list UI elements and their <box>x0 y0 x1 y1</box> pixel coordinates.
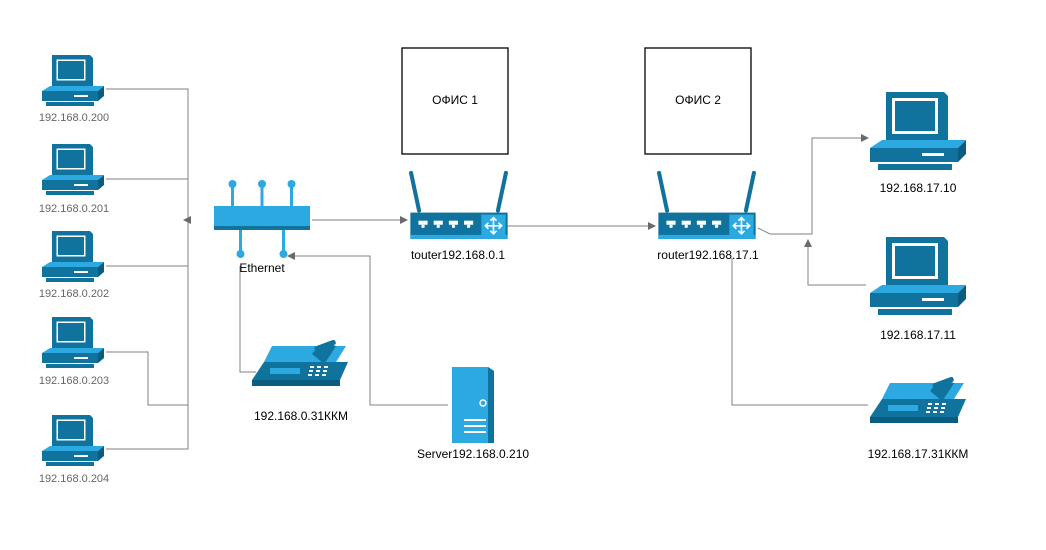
office-1-label: ОФИС 1 <box>432 93 478 107</box>
ip-phone-icon <box>252 340 348 386</box>
router1-label: touter192.168.0.1 <box>410 248 506 262</box>
phone1-label: 192.168.0.31ККМ <box>253 409 349 423</box>
connector-pc202 <box>106 225 189 267</box>
pc-label-202: 192.168.0.202 <box>38 288 110 300</box>
connector-pc201 <box>106 178 189 225</box>
switch-label: Ethernet <box>239 261 285 275</box>
office-box-2 <box>644 47 752 155</box>
router-icon <box>656 169 758 240</box>
pc-label-200: 192.168.0.200 <box>38 112 110 124</box>
pc-label-17-11: 192.168.17.11 <box>880 328 956 342</box>
server-label: Server192.168.0.210 <box>416 447 530 461</box>
pc-label-203: 192.168.0.203 <box>38 375 110 387</box>
connector-phone1-to-switch <box>239 266 256 373</box>
server-icon <box>451 366 495 444</box>
pc-icon <box>870 237 966 315</box>
pc-icon <box>870 92 966 170</box>
connector-pc11-to-router2 <box>804 239 866 286</box>
pc-label-204: 192.168.0.204 <box>38 473 110 485</box>
pc-label-17-10: 192.168.17.10 <box>879 181 957 195</box>
pc-icon <box>41 54 105 107</box>
router2-label: router192.168.17.1 <box>657 248 759 262</box>
connector-server-to-switch <box>287 252 448 406</box>
switch-icon <box>214 180 310 258</box>
connector-phone2-to-router2 <box>731 258 868 406</box>
pc-icon <box>41 414 105 467</box>
phone2-label: 192.168.17.31ККМ <box>867 447 969 461</box>
pc-icon <box>41 230 105 283</box>
connector-lines <box>106 88 869 450</box>
pc-label-201: 192.168.0.201 <box>38 203 110 215</box>
connector-router2-to-pc10 <box>757 134 869 235</box>
connector-pc203 <box>106 225 189 406</box>
ip-phone-icon <box>870 377 966 423</box>
router-icon <box>408 169 510 240</box>
office-box-1 <box>401 47 509 155</box>
pc-icon <box>41 316 105 369</box>
connector-pc200 <box>106 88 189 225</box>
connector-pc204 <box>106 225 189 450</box>
office-2-label: ОФИС 2 <box>675 93 721 107</box>
pc-icon <box>41 143 105 196</box>
